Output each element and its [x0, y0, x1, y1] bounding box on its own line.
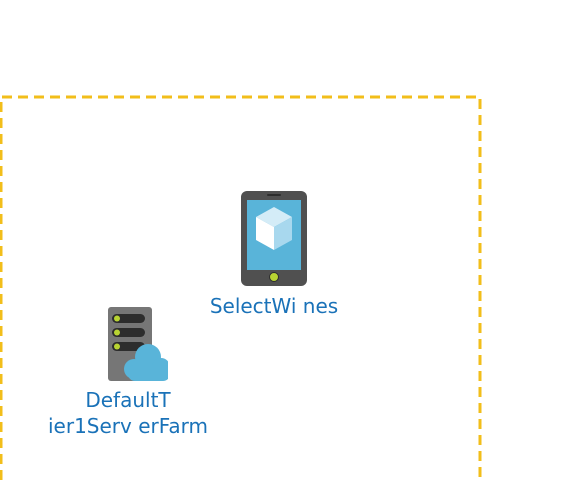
server-farm-node[interactable]: DefaultT ier1Serv erFarm	[38, 305, 218, 439]
server-farm-label: DefaultT ier1Serv erFarm	[48, 387, 208, 439]
server-farm-cloud-icon	[108, 307, 168, 381]
mobile-app-icon	[241, 191, 307, 286]
select-wines-label: SelectWi nes	[209, 294, 339, 318]
select-wines-node[interactable]: SelectWi nes	[196, 190, 352, 319]
server-farm-label-line-1: DefaultT	[85, 388, 171, 412]
server-farm-label-line-2: ier1Serv erFarm	[47, 414, 209, 438]
